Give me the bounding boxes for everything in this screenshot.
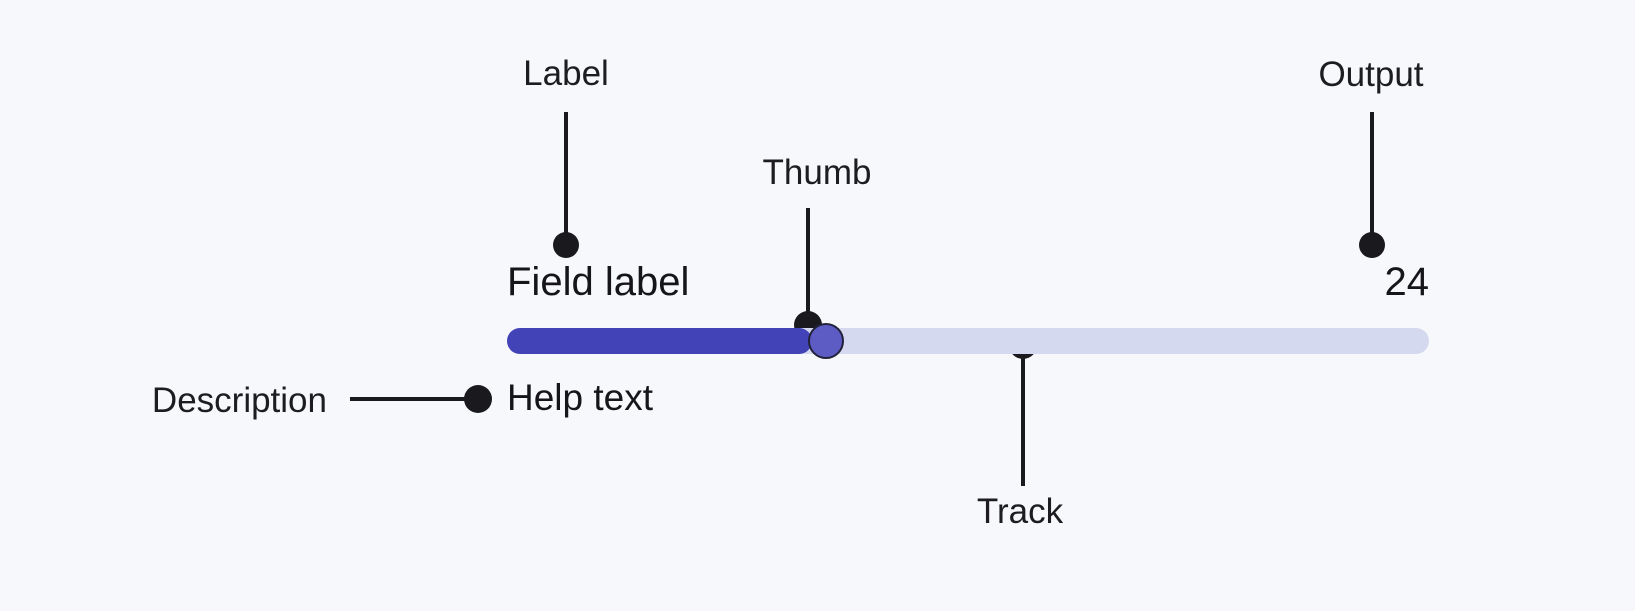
slider-track-active-fill[interactable] (507, 328, 812, 354)
output-leader-dot (1359, 232, 1385, 258)
callout-output: Output (1318, 55, 1424, 94)
slider-track[interactable] (507, 323, 1429, 359)
callout-label: Label (523, 54, 609, 93)
slider-field-label: Field label (507, 260, 690, 304)
callout-track: Track (976, 492, 1064, 531)
slider-help-text: Help text (507, 377, 654, 418)
slider-field: Field label 24 Help text (507, 262, 1429, 416)
callout-thumb: Thumb (762, 153, 872, 192)
description-leader-dot (464, 385, 492, 413)
label-leader-dot (553, 232, 579, 258)
slider-thumb[interactable] (808, 323, 844, 359)
slider-output-value: 24 (1384, 260, 1430, 304)
callout-description: Description (151, 381, 327, 420)
